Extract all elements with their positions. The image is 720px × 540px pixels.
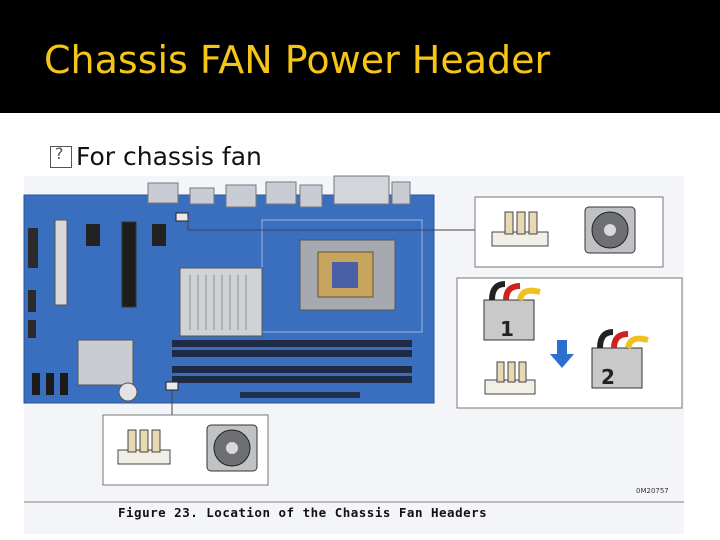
bullet-item: For chassis fan [50,142,262,171]
figure-id: 0M20757 [636,487,669,495]
callout-1-label: 1 [500,317,514,341]
motherboard-diagram [23,175,435,404]
title-bar: Chassis FAN Power Header [0,0,720,113]
figure-caption: Figure 23. Location of the Chassis Fan H… [118,505,488,520]
bullet-text: For chassis fan [76,142,262,171]
slide-title: Chassis FAN Power Header [44,38,551,82]
chassis-fan-icon [206,424,258,472]
callout-2-label: 2 [601,365,615,389]
connector-2-icon: 2 [591,329,649,389]
callout-box-top [474,196,664,268]
arrow-down-icon [550,340,574,368]
callout-box-connectors: 1 2 [456,277,683,409]
connector-1-icon: 1 [483,281,541,341]
bullet-icon [50,144,72,168]
fan-header-connector-icon [484,361,536,395]
fan-header-connector-icon [491,211,549,247]
figure-divider [24,501,684,503]
callout-box-bottom [102,414,269,486]
chassis-fan-icon [584,206,636,254]
callout-leader-lines [171,217,475,415]
fan-header-connector-icon [117,429,171,465]
